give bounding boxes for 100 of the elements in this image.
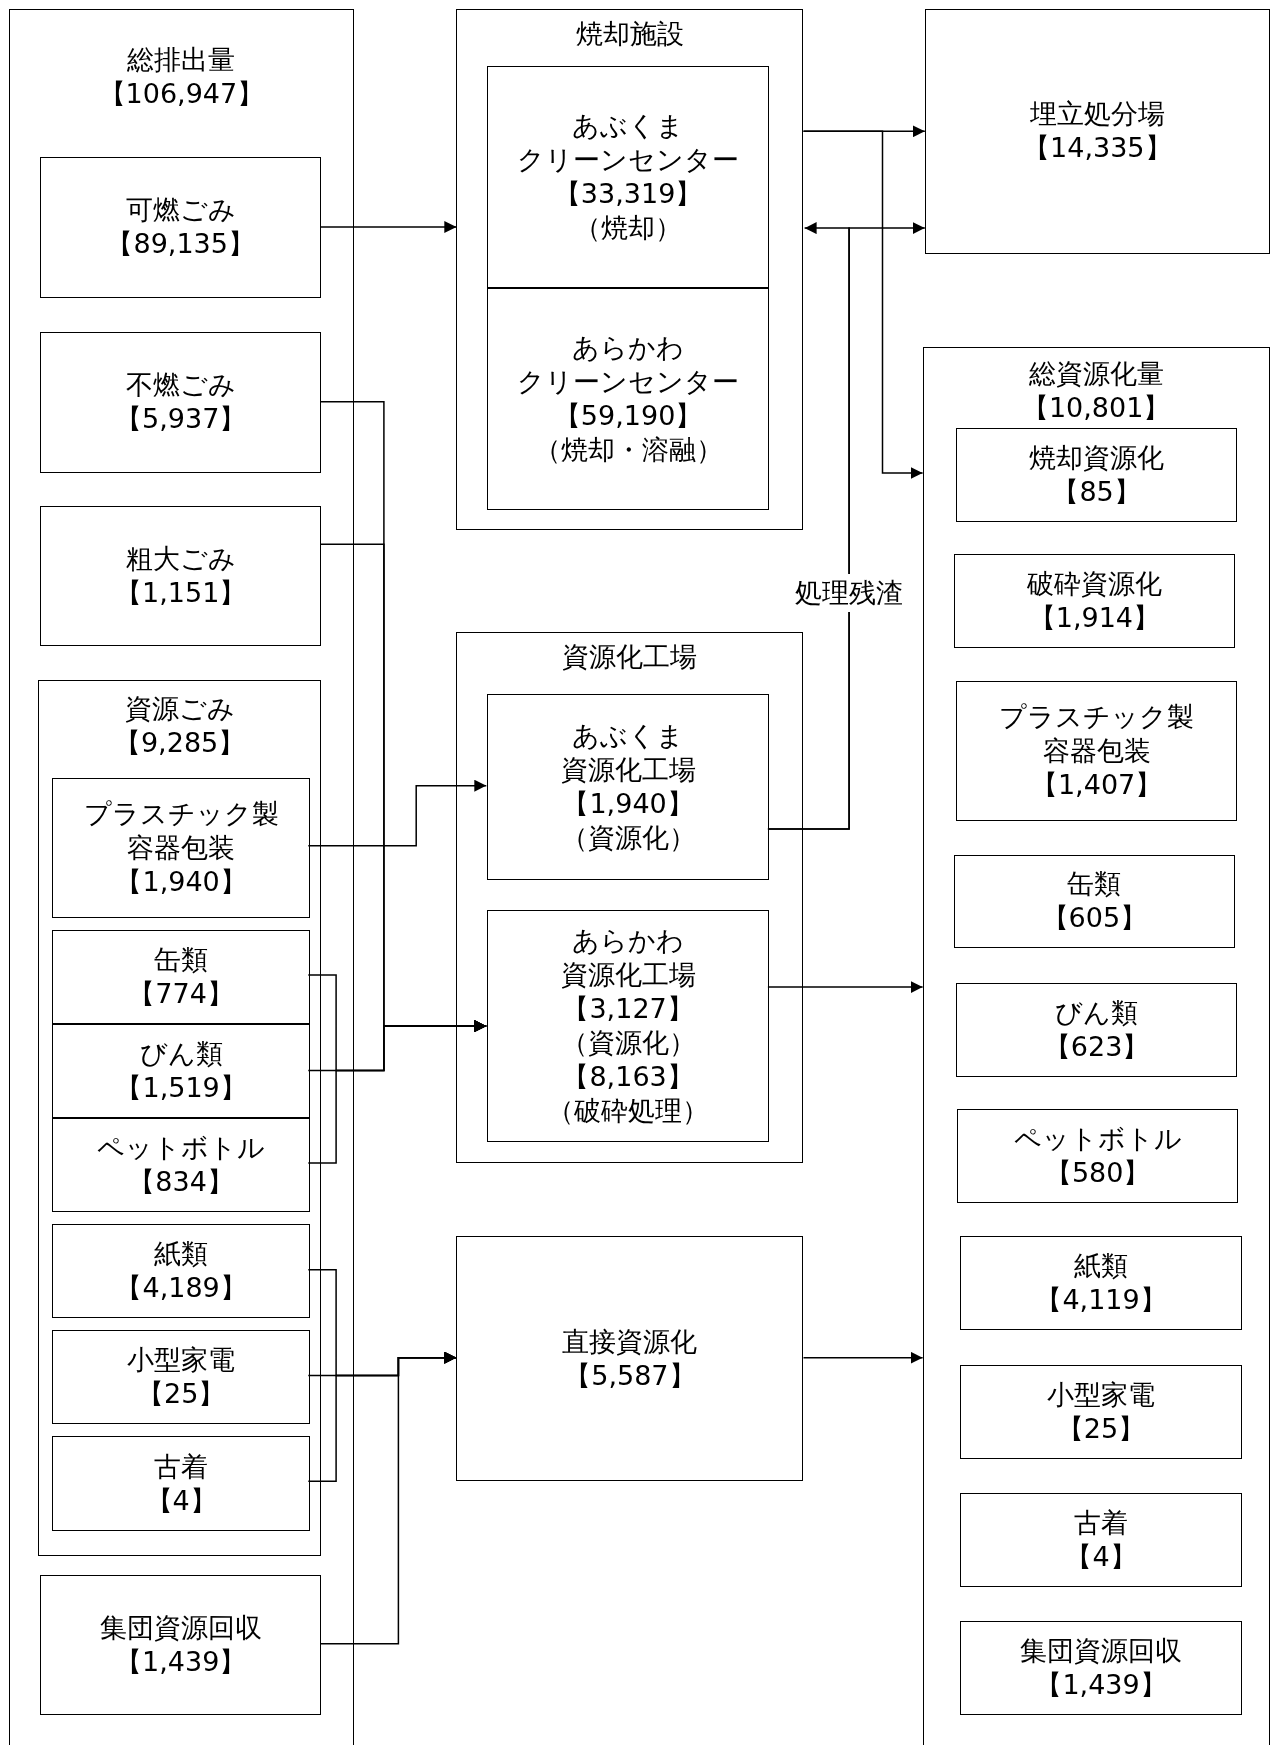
amount-label: 【25】 — [1056, 1412, 1146, 1447]
box-label: あらかわクリーンセンター — [517, 330, 740, 399]
amount-label: （破砕処理） — [547, 1093, 710, 1128]
box-label: 缶類 — [1067, 867, 1122, 902]
amount-label: 【89,135】 — [106, 227, 255, 262]
box-label: 粗大ごみ — [125, 542, 236, 577]
box-label: プラスチック製容器包装 — [83, 796, 279, 865]
amount-label: 【5,587】 — [564, 1358, 696, 1393]
amount-label: 【59,190】 — [553, 398, 703, 433]
process-box — [52, 1329, 311, 1425]
box-label: 直接資源化 — [562, 1324, 698, 1359]
process-box — [456, 1236, 804, 1482]
box-label: あぶくま資源化工場 — [560, 719, 696, 788]
process-box — [487, 288, 769, 510]
arrow — [319, 1351, 458, 1645]
box-label: 資源ごみ — [124, 691, 235, 726]
amount-label: 【4】 — [1065, 1540, 1137, 1575]
box-label: ペットボトル — [97, 1130, 266, 1165]
process-box — [953, 854, 1236, 948]
box-label: あぶくまクリーンセンター — [517, 108, 740, 177]
amount-label: 【1,439】 — [1035, 1668, 1167, 1703]
process-box — [960, 1493, 1242, 1587]
amount-label: 【106,947】 — [98, 77, 265, 112]
box-label: 紙類 — [154, 1237, 209, 1272]
edge-label: 処理残渣 — [795, 574, 904, 613]
group-box — [456, 632, 804, 1163]
process-box — [39, 331, 322, 473]
arrow — [307, 1020, 488, 1164]
group-box — [456, 8, 804, 530]
amount-label: （焼却・溶融） — [533, 432, 723, 467]
group-box — [8, 8, 354, 1745]
arrow — [319, 221, 458, 233]
amount-label: 【623】 — [1043, 1029, 1150, 1064]
amount-label: 【4,189】 — [115, 1271, 247, 1306]
box-label: 可燃ごみ — [125, 193, 236, 228]
box-label: 古着 — [1074, 1506, 1129, 1541]
process-box — [955, 428, 1238, 522]
box-label: あらかわ資源化工場 — [560, 923, 696, 992]
box-label: 集団資源回収 — [1020, 1634, 1183, 1669]
process-box — [960, 1621, 1242, 1715]
amount-label: 【1,151】 — [115, 576, 247, 611]
amount-label: 【1,407】 — [1030, 768, 1163, 803]
box-label: ペットボトル — [1013, 1122, 1182, 1157]
process-box — [52, 777, 311, 918]
process-box — [924, 8, 1270, 254]
amount-label: 【14,335】 — [1023, 131, 1172, 166]
process-box — [39, 1574, 322, 1715]
process-box — [52, 1023, 311, 1119]
process-box — [487, 65, 769, 289]
amount-label: 【1,940】 — [115, 864, 247, 899]
box-label: 破砕資源化 — [1026, 566, 1162, 601]
box-label: 焼却施設 — [575, 16, 684, 51]
box-label: 総排出量 — [127, 43, 236, 78]
amount-label: 【3,127】 — [562, 991, 694, 1026]
amount-label: 【4,119】 — [1035, 1283, 1167, 1317]
box-label: 小型家電 — [1047, 1378, 1156, 1413]
amount-label: 【8,163】 — [562, 1059, 694, 1094]
process-box — [960, 1236, 1242, 1330]
amount-label: 【85】 — [1052, 475, 1141, 510]
box-label: 総資源化量 — [1028, 357, 1164, 392]
arrow — [307, 779, 488, 847]
amount-label: 【580】 — [1044, 1156, 1151, 1191]
amount-label: 【605】 — [1041, 901, 1148, 936]
arrow — [802, 130, 924, 479]
amount-label: 【1,519】 — [115, 1070, 247, 1105]
box-label: 缶類 — [154, 942, 209, 977]
process-box — [52, 1436, 311, 1532]
group-box — [922, 347, 1270, 1745]
process-box — [955, 982, 1238, 1078]
process-box — [52, 1118, 311, 1212]
amount-label: （資源化） — [560, 1025, 696, 1060]
box-label: 焼却資源化 — [1029, 441, 1165, 476]
amount-label: （焼却） — [574, 210, 683, 245]
box-label: 集団資源回収 — [99, 1610, 262, 1645]
box-label: プラスチック製容器包装 — [999, 700, 1195, 769]
box-label: びん類 — [1055, 995, 1139, 1030]
amount-label: 【1,439】 — [115, 1644, 247, 1679]
box-label: 紙類 — [1074, 1249, 1129, 1283]
process-box — [52, 1223, 311, 1319]
box-label: 不燃ごみ — [125, 368, 236, 403]
process-box — [955, 680, 1238, 822]
process-box — [52, 930, 311, 1024]
arrow — [767, 222, 926, 830]
amount-label: 【4】 — [145, 1483, 217, 1518]
amount-label: 【774】 — [128, 976, 234, 1011]
box-label: びん類 — [139, 1036, 223, 1071]
box-label: 埋立処分場 — [1029, 97, 1165, 132]
amount-label: 【25】 — [136, 1376, 226, 1411]
amount-label: 【5,937】 — [115, 402, 247, 437]
process-box — [487, 694, 769, 881]
group-box — [37, 679, 322, 1556]
process-box — [956, 1109, 1239, 1203]
amount-label: 【1,940】 — [562, 787, 694, 822]
process-box — [487, 910, 769, 1142]
amount-label: 【10,801】 — [1021, 391, 1171, 426]
box-label: 小型家電 — [127, 1342, 236, 1377]
arrow — [802, 1351, 924, 1364]
arrow — [767, 981, 924, 994]
box-label: 資源化工場 — [562, 639, 698, 674]
process-box — [953, 554, 1236, 648]
